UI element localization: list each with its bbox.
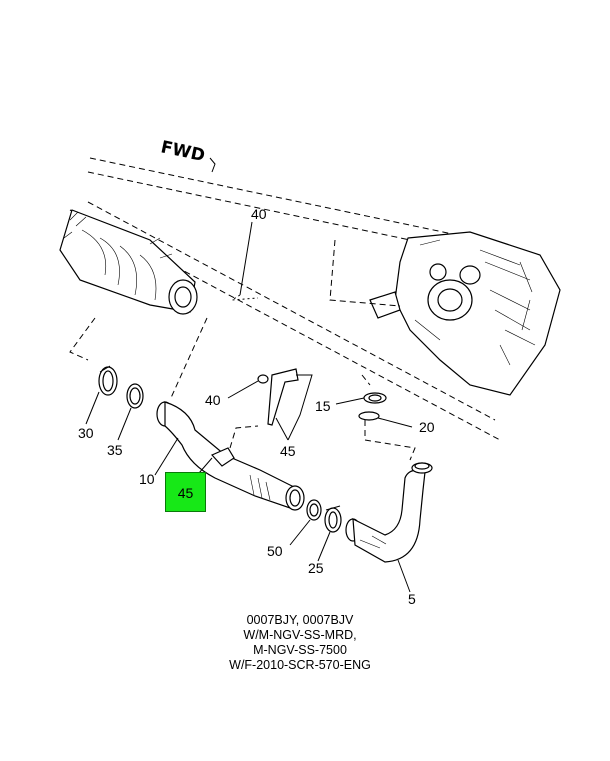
callout-40-top: 40: [251, 206, 267, 222]
callout-45-highlighted: 45: [177, 485, 194, 501]
pipe-leader: [229, 425, 259, 449]
caption-line-2: W/M-NGV-SS-MRD,: [243, 628, 357, 642]
callout-50: 50: [267, 543, 283, 559]
engine-block: [369, 231, 561, 396]
canister-leader-2: [169, 317, 208, 401]
fwd-label: FWD: [159, 137, 207, 166]
clamp-15: [363, 392, 387, 404]
callout-40-mid: 40: [205, 392, 221, 408]
engine-leader-2: [361, 374, 416, 461]
fwd-indicator: FWD: [159, 137, 216, 173]
selected-part-highlight[interactable]: 45: [165, 472, 206, 512]
bracket-40: [257, 368, 299, 426]
gasket-35: [126, 383, 144, 409]
callout-20: 20: [419, 419, 435, 435]
caption-line-4: W/F-2010-SCR-570-ENG: [229, 658, 371, 672]
caption-line-3: M-NGV-SS-7500: [253, 643, 347, 657]
gasket-20: [358, 411, 380, 421]
engine-leader: [329, 239, 401, 307]
clamp-30: [98, 365, 118, 396]
exhaust-pipe-10: [156, 401, 305, 511]
leader-40-top-tail: [231, 294, 259, 301]
elbow-pipe-5: [345, 462, 433, 563]
callout-15: 15: [315, 398, 331, 414]
callout-30: 30: [78, 425, 94, 441]
callout-45-right: 45: [280, 443, 296, 459]
callout-10: 10: [139, 471, 155, 487]
diagram-caption: 0007BJY, 0007BJV W/M-NGV-SS-MRD, M-NGV-S…: [200, 613, 400, 673]
clamp-25: [324, 505, 342, 533]
aftertreatment-canister: [59, 209, 198, 315]
leader-40-top: [239, 221, 253, 296]
callout-5: 5: [408, 591, 416, 607]
canister-leader: [69, 317, 96, 361]
fwd-arrow-icon: [209, 157, 216, 173]
bracket-45-lower: [210, 447, 235, 467]
caption-line-1: 0007BJY, 0007BJV: [246, 613, 354, 627]
gasket-50: [306, 499, 322, 521]
callout-35: 35: [107, 442, 123, 458]
callout-25: 25: [308, 560, 324, 576]
